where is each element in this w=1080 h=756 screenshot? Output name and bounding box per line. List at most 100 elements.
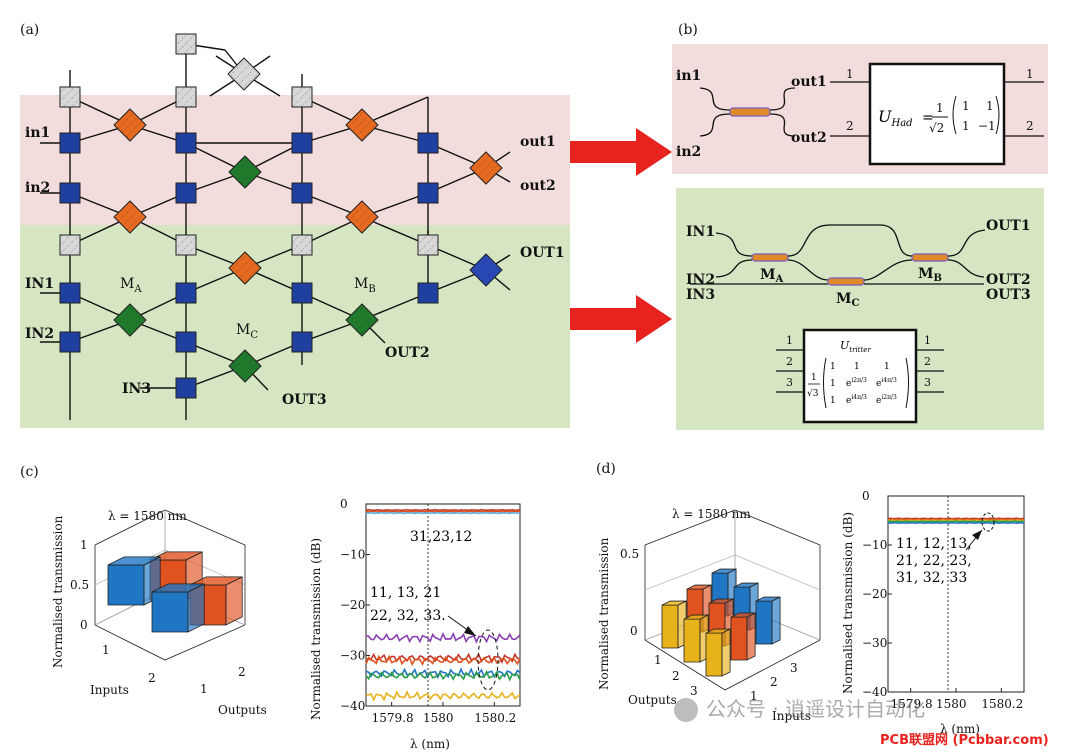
trit-OUT3: OUT3 — [986, 287, 1031, 303]
ytick-label: −30 — [862, 636, 887, 650]
series-line — [366, 511, 521, 515]
trit-port-in-1: 1 — [786, 334, 793, 347]
series-line — [887, 521, 1024, 525]
dline-xlabel: λ (nm) — [940, 722, 980, 736]
dline-annot1: 11, 12, 13, — [896, 536, 972, 552]
d3d-ylabel: Outputs — [628, 693, 677, 707]
panel-a-label: (a) — [20, 22, 39, 38]
had-u-label: UHad — [878, 107, 913, 129]
xtick-label: 1580 — [423, 711, 454, 725]
dline-annot3: 31, 32, 33 — [896, 570, 967, 586]
series-line — [365, 510, 521, 513]
phase-shifter-grey — [417, 234, 439, 256]
xtick-label: 1579.8 — [372, 711, 414, 725]
d3d-ztick-0: 0 — [630, 624, 638, 638]
hadamard-circuit — [699, 62, 1044, 166]
ytick-label: −10 — [862, 538, 887, 552]
trit-frac-den: √3 — [807, 388, 819, 399]
phase-shifter-grey — [291, 86, 313, 108]
c3d-bars — [107, 551, 243, 633]
label-MA: MA — [120, 276, 142, 295]
svg-text:ei4π/3: ei4π/3 — [876, 377, 897, 389]
phase-shifter-grey — [175, 86, 197, 108]
had-m21: 1 — [962, 119, 970, 133]
d3d-ytick-3: 3 — [690, 684, 698, 698]
label-OUT3: OUT3 — [282, 392, 327, 408]
cline-series — [365, 508, 521, 702]
xtick-label: 1579.8 — [891, 697, 933, 711]
tritter-labels: IN1 IN2 IN3 OUT1 OUT2 OUT3 MA MB MC 1 2 … — [686, 218, 1031, 409]
footer-watermark: PCB联盟网 (Pcbbar.com) — [880, 732, 1049, 748]
d3d-xtick-3: 3 — [790, 661, 798, 675]
panel-d-label: (d) — [596, 461, 616, 477]
c3d-ztick-1: 1 — [80, 538, 88, 552]
dline-frame — [887, 495, 1025, 693]
phase-shifter-blue — [175, 377, 197, 399]
coupler-orange — [469, 151, 503, 185]
had-m12: 1 — [986, 99, 994, 113]
phase-shifter-blue — [291, 182, 313, 204]
phase-shifter-blue — [417, 132, 439, 154]
d3d-zlabel: Normalised transmission — [597, 537, 611, 690]
trit-OUT2: OUT2 — [986, 272, 1031, 288]
panel-c-label: (c) — [20, 464, 39, 480]
bar-in1-out1 — [107, 556, 161, 606]
c3d-xtick-2: 2 — [148, 671, 156, 685]
panel-a-components — [59, 33, 503, 399]
phase-shifter-grey — [59, 86, 81, 108]
series-line — [365, 690, 521, 702]
wechat-icon — [674, 698, 698, 722]
bar-out3-in1 — [705, 628, 731, 677]
svg-text:1: 1 — [830, 396, 836, 406]
phase-shifter-blue — [291, 282, 313, 304]
phase-shifter-blue — [175, 282, 197, 304]
cline-ylabel: Normalised transmission (dB) — [309, 538, 323, 720]
bar-out3-in3 — [755, 596, 781, 645]
had-m11: 1 — [962, 99, 970, 113]
d3d-bars — [661, 568, 781, 677]
label-IN2: IN2 — [25, 326, 54, 342]
phase-shifter-blue — [417, 182, 439, 204]
trit-port-in-3: 3 — [786, 376, 793, 389]
coupler-green — [228, 155, 262, 189]
cline-xlabel: λ (nm) — [410, 737, 450, 751]
dline-annot2: 21, 22, 23, — [896, 553, 972, 569]
trit-MC: MC — [836, 291, 860, 309]
hadamard-labels: in1 in2 out1 out2 1 2 1 2 UHad = 1 √2 1 … — [676, 67, 1034, 160]
d3d-ytick-2: 2 — [672, 669, 680, 683]
c3d-ylabel: Outputs — [218, 703, 267, 717]
had-m22: −1 — [978, 119, 996, 133]
svg-text:ei2π/3: ei2π/3 — [876, 394, 897, 406]
series-line — [365, 667, 521, 680]
svg-text:=: = — [922, 110, 934, 126]
tritter-circuit — [690, 224, 986, 424]
xtick-label: 1580 — [936, 697, 967, 711]
coupler-orange — [113, 108, 147, 142]
ytick-label: 0 — [862, 489, 870, 503]
had-frac-den: √2 — [929, 121, 944, 135]
watermark-text: 公众号 · 逍遥设计自动化 — [706, 697, 925, 721]
coupler-orange — [345, 108, 379, 142]
arrow-top — [570, 128, 672, 176]
series-line — [365, 652, 521, 664]
label-MB: MB — [354, 276, 376, 295]
cline-annot-low1: 11, 13, 21 — [370, 585, 441, 601]
xtick-label: 1580.2 — [981, 697, 1023, 711]
c3d-ytick-2: 2 — [238, 665, 246, 679]
phase-shifter-blue — [417, 282, 439, 304]
coupler-green — [345, 303, 379, 337]
phase-shifter-blue — [59, 132, 81, 154]
arrow-bottom — [570, 295, 672, 343]
label-in2: in2 — [25, 180, 50, 196]
xtick-label: 1580.2 — [474, 711, 516, 725]
series-line — [365, 508, 521, 512]
ytick-label: −40 — [862, 685, 887, 699]
trit-IN2: IN2 — [686, 272, 715, 288]
trit-IN1: IN1 — [686, 224, 715, 240]
ytick-label: −10 — [340, 548, 365, 562]
d3d-ytick-1: 1 — [654, 653, 662, 667]
cline-ellipse — [477, 629, 499, 691]
